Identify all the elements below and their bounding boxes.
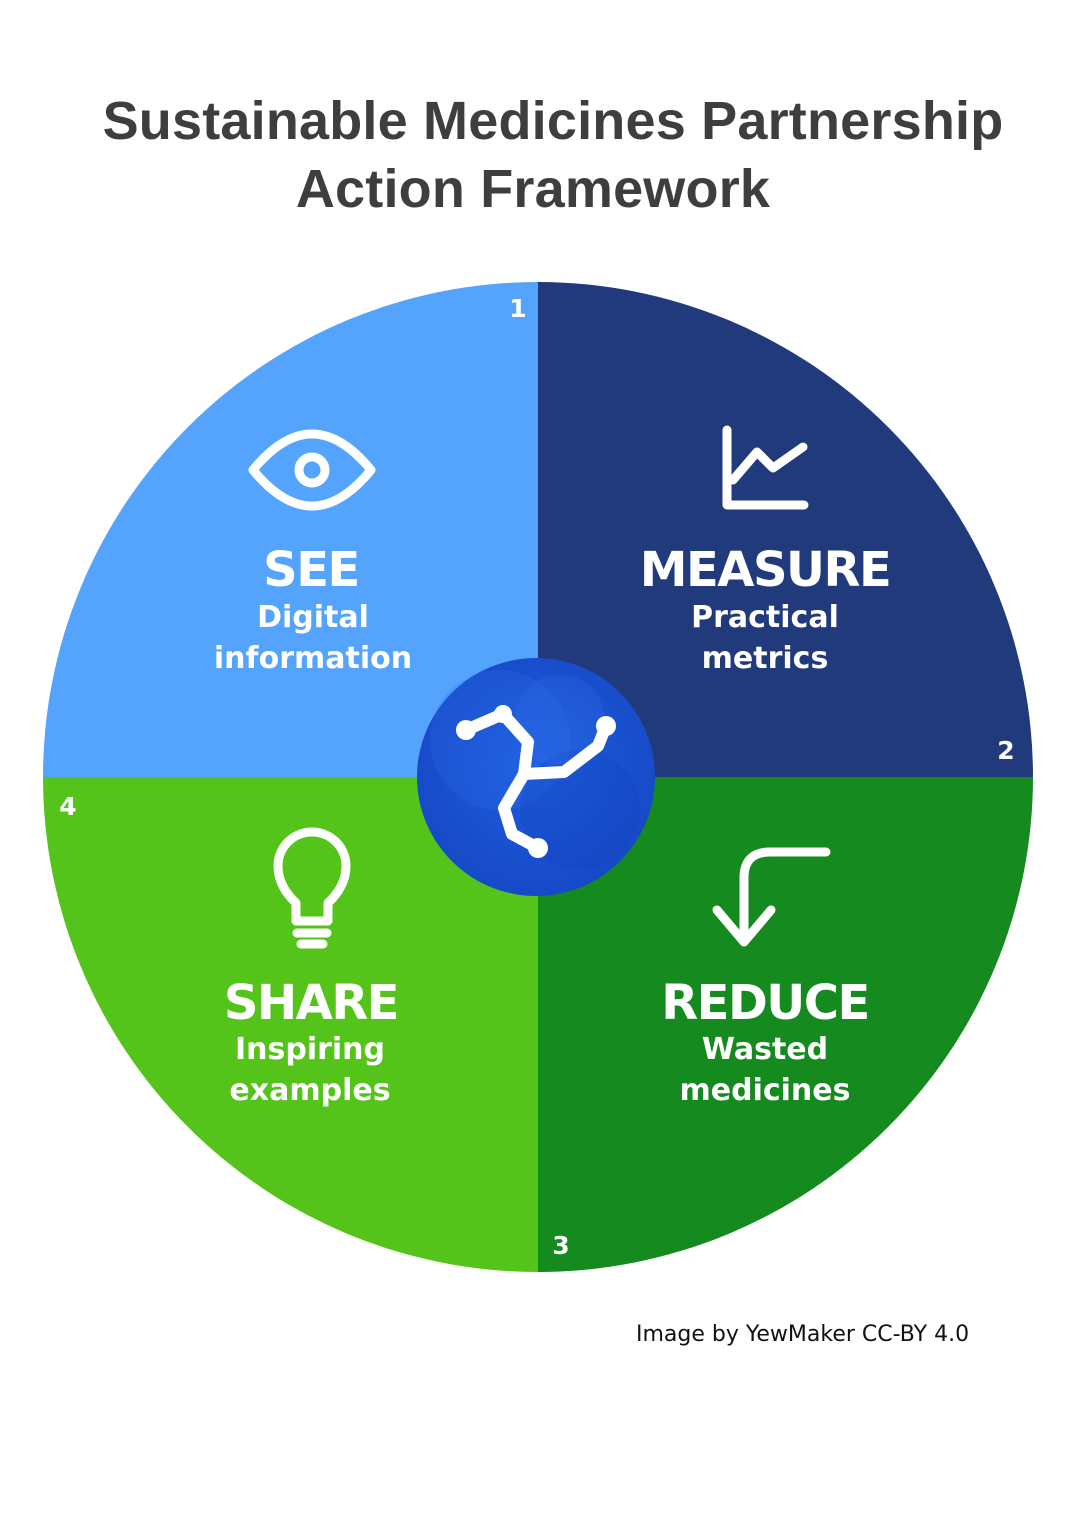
quadrant-measure xyxy=(538,282,1033,777)
quadrant-subtitle-reduce-2: medicines xyxy=(680,1073,851,1108)
quadrant-number-see: 1 xyxy=(509,294,526,323)
quadrant-subtitle-share-2: examples xyxy=(229,1073,390,1108)
quadrant-title-see: SEE xyxy=(263,542,359,598)
image-credit: Image by YewMaker CC-BY 4.0 xyxy=(636,1322,970,1347)
quadrant-number-share: 4 xyxy=(59,792,76,821)
quadrant-see xyxy=(43,282,538,777)
quadrant-subtitle-see-2: information xyxy=(214,641,412,676)
page-title: Sustainable Medicines Partnership xyxy=(102,91,1004,151)
quadrant-share xyxy=(43,777,538,1272)
quadrant-subtitle-measure-1: Practical xyxy=(691,600,839,635)
quadrant-subtitle-measure-2: metrics xyxy=(702,641,829,676)
quadrant-number-measure: 2 xyxy=(997,736,1014,765)
quadrant-title-reduce: REDUCE xyxy=(661,975,869,1031)
line-chart-icon xyxy=(722,425,809,510)
lightbulb-icon xyxy=(273,827,351,949)
center-logo xyxy=(417,658,655,896)
quadrant-title-share: SHARE xyxy=(224,975,398,1031)
molecule-logo-icon xyxy=(456,705,616,858)
quadrant-subtitle-see-1: Digital xyxy=(257,600,369,635)
quadrant-reduce xyxy=(538,777,1033,1272)
page-title-line2: Action Framework xyxy=(295,159,771,219)
quadrant-number-reduce: 3 xyxy=(552,1231,569,1260)
quadrant-subtitle-share-1: Inspiring xyxy=(235,1032,385,1067)
quadrant-subtitle-reduce-1: Wasted xyxy=(702,1032,828,1067)
eye-icon xyxy=(248,429,376,511)
quadrant-title-measure: MEASURE xyxy=(640,542,891,598)
return-arrow-icon xyxy=(712,847,831,947)
